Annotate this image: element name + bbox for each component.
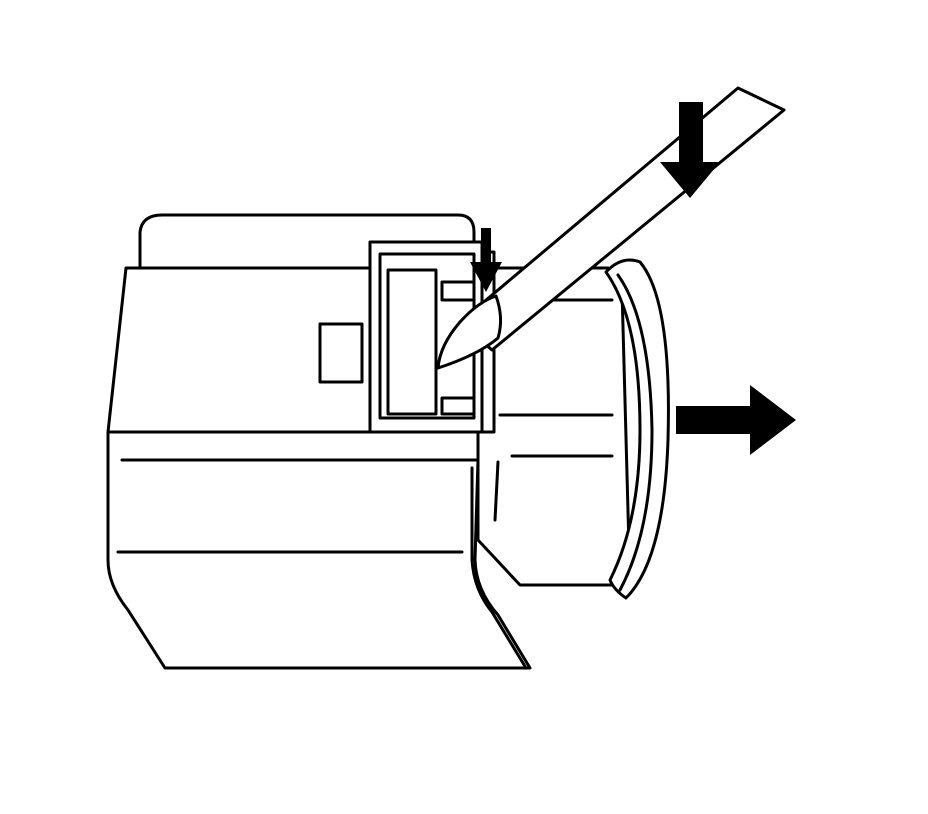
connector-lower-body bbox=[106, 430, 532, 670]
arrows bbox=[470, 102, 796, 455]
push-down-arrow-icon bbox=[660, 102, 720, 198]
lock-tab-top-catch bbox=[440, 280, 476, 302]
connector-body bbox=[106, 213, 532, 670]
mating-housing-flange-inner bbox=[616, 273, 654, 592]
screwdriver-tip bbox=[436, 294, 503, 370]
release-tab-arrow-icon bbox=[470, 228, 502, 292]
connector-window bbox=[318, 322, 364, 384]
mating-housing-flange bbox=[604, 258, 670, 600]
lock-tab bbox=[386, 268, 438, 416]
mating-housing bbox=[476, 258, 670, 600]
locking-tab bbox=[368, 240, 496, 434]
pull-out-arrow-icon bbox=[676, 385, 796, 455]
mating-housing-left-edge bbox=[493, 460, 500, 522]
connector-side-curve bbox=[470, 466, 528, 670]
lock-tab-bottom-catch bbox=[440, 396, 476, 416]
